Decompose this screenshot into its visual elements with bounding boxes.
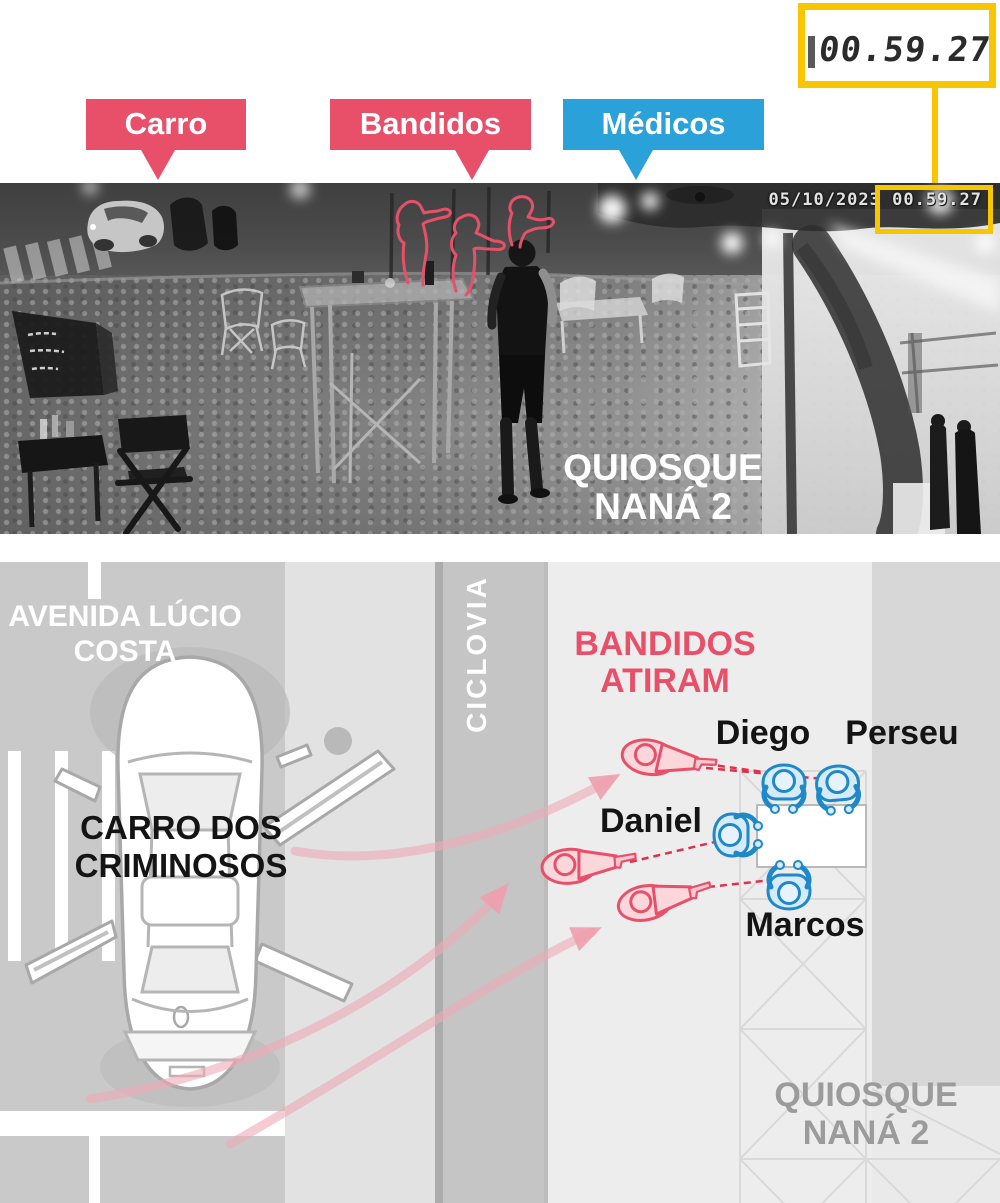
callout-carro: Carro — [86, 99, 246, 180]
yellow-connector-line — [932, 85, 938, 185]
lane-marking — [88, 562, 101, 599]
crosswalk-bar — [102, 751, 115, 961]
street-dot — [324, 727, 352, 755]
victim-name-perseu: Perseu — [845, 714, 959, 752]
crosswalk-bar — [55, 751, 68, 961]
callout-carro-label: Carro — [124, 106, 208, 141]
map-graphics — [24, 647, 1000, 1203]
kiosk-post — [783, 232, 797, 534]
person-silhouette — [487, 239, 558, 504]
bandit-path-arrows — [85, 774, 621, 1149]
lane-marking — [89, 1136, 100, 1203]
kiosk-floor-corner — [872, 1086, 1000, 1203]
video-timestamp: 05/10/2023 00.59.27 — [768, 190, 982, 210]
zoomed-timestamp: 00.59.27 — [816, 30, 994, 70]
shooter-figure-2 — [540, 847, 637, 885]
bandit-outline-1 — [395, 199, 452, 287]
callout-medicos-label: Médicos — [601, 106, 726, 141]
video-location-label: QUIOSQUE NANÁ 2 — [563, 447, 763, 527]
action-label: BANDIDOS ATIRAM — [574, 625, 756, 700]
timestamp-zoom-box: 00.59.27 — [798, 3, 996, 88]
bandits-scribble-outlines — [395, 195, 556, 297]
stop-line — [0, 1111, 285, 1136]
shooter-figure-3 — [616, 881, 712, 922]
light-glows — [82, 183, 995, 254]
curb-edge — [435, 562, 443, 1203]
victim-figure-perseu — [815, 764, 861, 816]
bike-lane-area — [443, 562, 548, 1203]
bandit-outline-3 — [507, 195, 556, 249]
callout-bandidos: Bandidos — [330, 99, 531, 180]
timestamp-highlight-box — [875, 185, 993, 234]
white-car — [87, 200, 164, 253]
side-table — [18, 415, 108, 528]
bandit-outline-2 — [450, 213, 506, 297]
kiosk-structure-area — [872, 562, 1000, 1086]
victim-figure-daniel — [712, 812, 763, 858]
light-streak — [828, 223, 1000, 313]
car-door-rear-right — [253, 942, 354, 1003]
partial-digit — [808, 36, 815, 68]
callout-bandidos-label: Bandidos — [359, 106, 502, 141]
kiosk-interior — [893, 331, 999, 534]
street-name-label: AVENIDA LÚCIO COSTA — [8, 600, 242, 668]
folding-chair — [115, 415, 193, 534]
figures-by-car — [170, 197, 238, 251]
callout-carro-pointer — [141, 150, 175, 180]
callout-medicos-pointer — [619, 150, 653, 180]
car-label: CARRO DOS CRIMINOSOS — [74, 809, 288, 884]
victim-name-daniel: Daniel — [599, 802, 703, 840]
cctv-frame: 05/10/2023 00.59.27 QUIOSQUE NANÁ 2 — [0, 183, 1000, 534]
promo-sign-board — [12, 311, 118, 398]
crosswalk-bar — [8, 751, 21, 961]
kiosk-table — [756, 804, 867, 868]
car-mirror-left — [53, 767, 102, 803]
victim-figure-marcos — [766, 860, 812, 911]
bike-lane-label: CICLOVIA — [461, 575, 492, 733]
victim-name-diego: Diego — [715, 714, 811, 752]
right-tables-chairs — [556, 273, 772, 368]
scene-map: AVENIDA LÚCIO COSTA CICLOVIA BANDIDOS AT… — [0, 562, 1000, 1203]
kiosk-name-label: QUIOSQUE NANÁ 2 — [774, 1076, 958, 1153]
callout-bandidos-pointer — [455, 150, 489, 180]
patio-chairs — [220, 288, 307, 370]
crosswalk-stripes — [3, 231, 112, 284]
callout-medicos: Médicos — [563, 99, 764, 180]
victim-name-marcos: Marcos — [745, 906, 865, 944]
victim-figure-diego — [761, 763, 807, 814]
high-table — [298, 261, 476, 484]
shooter-figure-1 — [620, 738, 718, 777]
video-scene-graphics — [0, 183, 1000, 534]
